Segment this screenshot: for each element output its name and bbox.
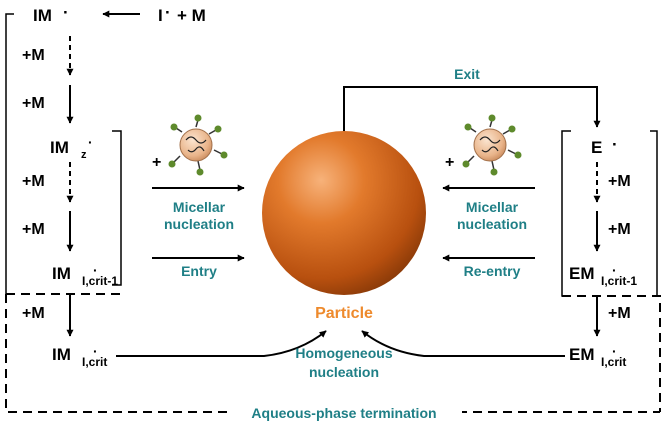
step-plus-m-1: +M: [22, 47, 45, 64]
step-plus-m-5: +M: [22, 305, 45, 322]
exit-step-plus-m-1: +M: [608, 173, 631, 190]
im-crit-minus-1-subscript: I,crit-1: [82, 274, 118, 288]
right-plus-sign: +: [445, 154, 454, 171]
radical-dot: ·: [612, 343, 617, 359]
right-outer-bracket: [650, 130, 658, 296]
right-micelle: [462, 114, 522, 176]
reentry-label: Re-entry: [464, 263, 521, 279]
radical-dot: ·: [93, 343, 98, 359]
plus-monomer-label: + M: [177, 6, 206, 25]
step-plus-m-2: +M: [22, 95, 45, 112]
radical-dot: ·: [612, 135, 618, 154]
radical-dot: ·: [63, 3, 69, 22]
micellar-nucleation-left-line2: nucleation: [164, 216, 234, 232]
im-radical-label: IM: [33, 6, 52, 25]
im-z-label: IM: [50, 138, 69, 157]
im-crit-label: IM: [52, 345, 71, 364]
homogeneous-nucleation-left-arrow: [116, 330, 327, 357]
homogeneous-nucleation-line1: Homogeneous: [295, 345, 392, 361]
radical-dot: ·: [93, 262, 98, 278]
im-crit-minus-1-label: IM: [52, 264, 71, 283]
radical-dot: ·: [612, 262, 617, 278]
termination-loop-right: [562, 295, 661, 412]
left-micelle: [168, 114, 228, 176]
exit-arrow: [343, 86, 601, 142]
im-crit-subscript: I,crit: [82, 355, 107, 369]
homogeneous-nucleation-line2: nucleation: [309, 364, 379, 380]
left-plus-sign: +: [152, 154, 161, 171]
entry-label: Entry: [181, 263, 217, 279]
radical-dot: ·: [165, 3, 171, 22]
micellar-nucleation-right-line1: Micellar: [466, 199, 519, 215]
e-radical-label: E: [591, 138, 602, 157]
em-crit-minus-1-subscript: I,crit-1: [601, 274, 637, 288]
left-inner-bracket: [112, 130, 122, 286]
particle-label: Particle: [315, 305, 373, 322]
homogeneous-nucleation-right-arrow: [361, 330, 565, 357]
micellar-nucleation-left-line1: Micellar: [173, 199, 226, 215]
radical-dot: ·: [88, 134, 93, 150]
em-crit-subscript: I,crit: [601, 355, 626, 369]
particle-sphere: [262, 131, 426, 295]
step-plus-m-3: +M: [22, 173, 45, 190]
exit-step-plus-m-2: +M: [608, 221, 631, 238]
step-plus-m-4: +M: [22, 221, 45, 238]
initiator-label: I: [158, 6, 163, 25]
em-crit-minus-1-label: EM: [569, 264, 595, 283]
aqueous-termination-label: Aqueous-phase termination: [251, 405, 436, 421]
micellar-nucleation-right-line2: nucleation: [457, 216, 527, 232]
exit-step-plus-m-3: +M: [608, 305, 631, 322]
exit-label: Exit: [454, 66, 480, 82]
left-outer-bracket: [5, 13, 14, 295]
termination-label-backdrop: [228, 402, 462, 422]
em-crit-label: EM: [569, 345, 595, 364]
im-z-subscript: z: [81, 149, 87, 161]
